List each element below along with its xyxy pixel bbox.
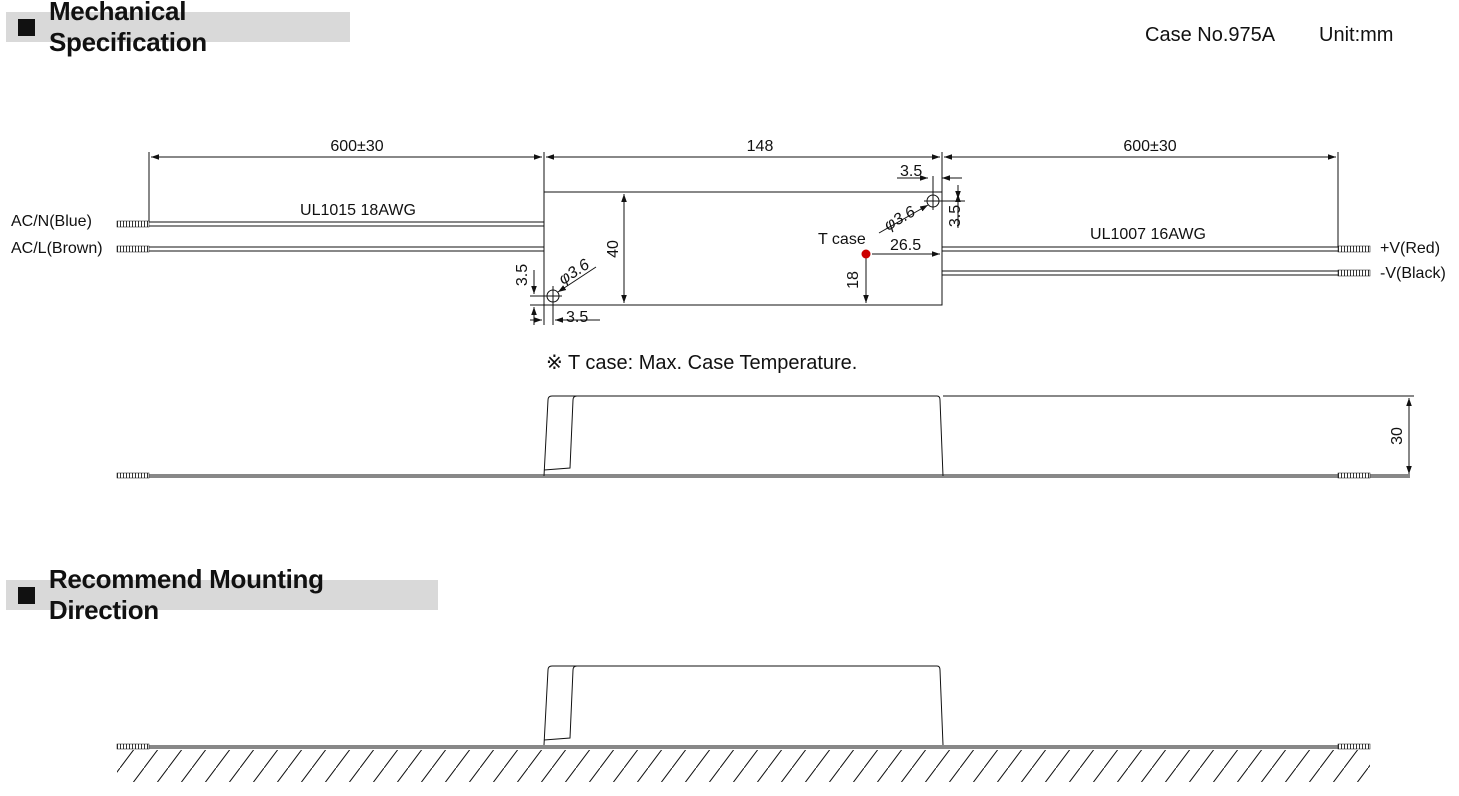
dim-hole-x-bottom-label: 3.5 [566, 309, 588, 326]
acl-label: AC/L(Brown) [11, 240, 103, 257]
square-bullet-icon [18, 586, 35, 604]
dim-hole-y-bottom-label: 3.5 [514, 264, 531, 286]
mechanical-spec-header: Mechanical Specification [6, 0, 350, 57]
acn-label: AC/N(Blue) [11, 213, 92, 230]
dim-body-length-label: 148 [747, 138, 774, 155]
body-mounting-view [543, 665, 944, 746]
dim-height-label: 30 [1389, 427, 1406, 445]
square-bullet-icon [18, 18, 35, 36]
ground-hatch [117, 750, 1370, 782]
input-cable-label: UL1015 18AWG [300, 202, 416, 219]
mounting-direction-title: Recommend Mounting Direction [48, 564, 324, 625]
mechanical-spec-title: Mechanical Specification [48, 0, 207, 57]
tcase-label: T case [818, 231, 866, 248]
dim-hole-y-top-label: 3.5 [947, 205, 964, 227]
mounting-direction-header: Recommend Mounting Direction [6, 564, 438, 625]
case-number: Case No.975A [1145, 24, 1276, 46]
tcase-note: ※ T case: Max. Case Temperature. [546, 352, 858, 374]
dim-tcase-y-label: 18 [845, 271, 862, 289]
dim-hole-x-top-label: 3.5 [900, 163, 922, 180]
dim-hole-dia-top-label: φ3.6 [882, 203, 919, 234]
vpos-label: +V(Red) [1380, 240, 1440, 257]
tcase-dot [861, 249, 871, 259]
dim-hole-dia-bottom-label: φ3.6 [556, 256, 593, 288]
output-cable-label: UL1007 16AWG [1090, 226, 1206, 243]
unit-label: Unit:mm [1319, 24, 1394, 46]
dim-body-width-label: 40 [605, 240, 622, 258]
vneg-label: -V(Black) [1380, 265, 1446, 282]
dim-tcase-x-label: 26.5 [890, 237, 921, 254]
dim-left-lead-label: 600±30 [330, 138, 383, 155]
body-side-view [543, 395, 944, 477]
body-top-view [543, 191, 943, 306]
dim-right-lead-label: 600±30 [1123, 138, 1176, 155]
